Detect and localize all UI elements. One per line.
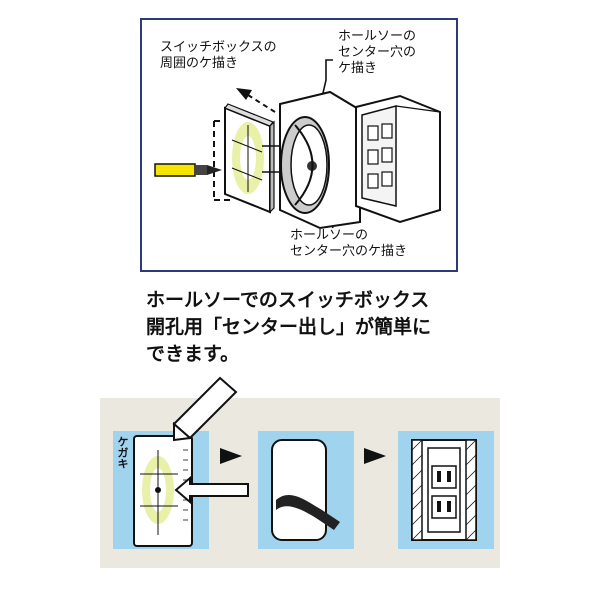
pencil-step1 bbox=[172, 376, 238, 442]
outlet-box bbox=[355, 94, 441, 224]
white-pointer-arrow bbox=[174, 475, 249, 505]
steps-illustration bbox=[133, 376, 477, 547]
installed-outlet bbox=[411, 439, 477, 541]
pencil bbox=[154, 163, 222, 177]
cutting-illustration bbox=[271, 439, 340, 541]
template-card bbox=[133, 435, 193, 547]
dashed-arrow-upleft bbox=[247, 94, 276, 113]
top-diagram-illustration bbox=[154, 59, 441, 230]
arrow-icon bbox=[364, 448, 386, 464]
caption: ホールソーでのスイッチボックス 開孔用「センター出し」が簡単に できます。 bbox=[146, 289, 432, 365]
template-plate bbox=[224, 103, 275, 214]
wall-panel bbox=[279, 90, 361, 230]
step1-label: ケガキ bbox=[116, 436, 129, 469]
arrow-icon bbox=[220, 448, 242, 464]
arrowhead-upleft bbox=[236, 88, 252, 100]
label-holesaw-center-top: ホールソーの センター穴の ケ描き bbox=[338, 29, 417, 76]
label-holesaw-center-bottom: ホールソーの センター穴のケ描き bbox=[290, 228, 408, 259]
label-switchbox-outline: スイッチボックスの 周囲のケ描き bbox=[160, 40, 277, 71]
